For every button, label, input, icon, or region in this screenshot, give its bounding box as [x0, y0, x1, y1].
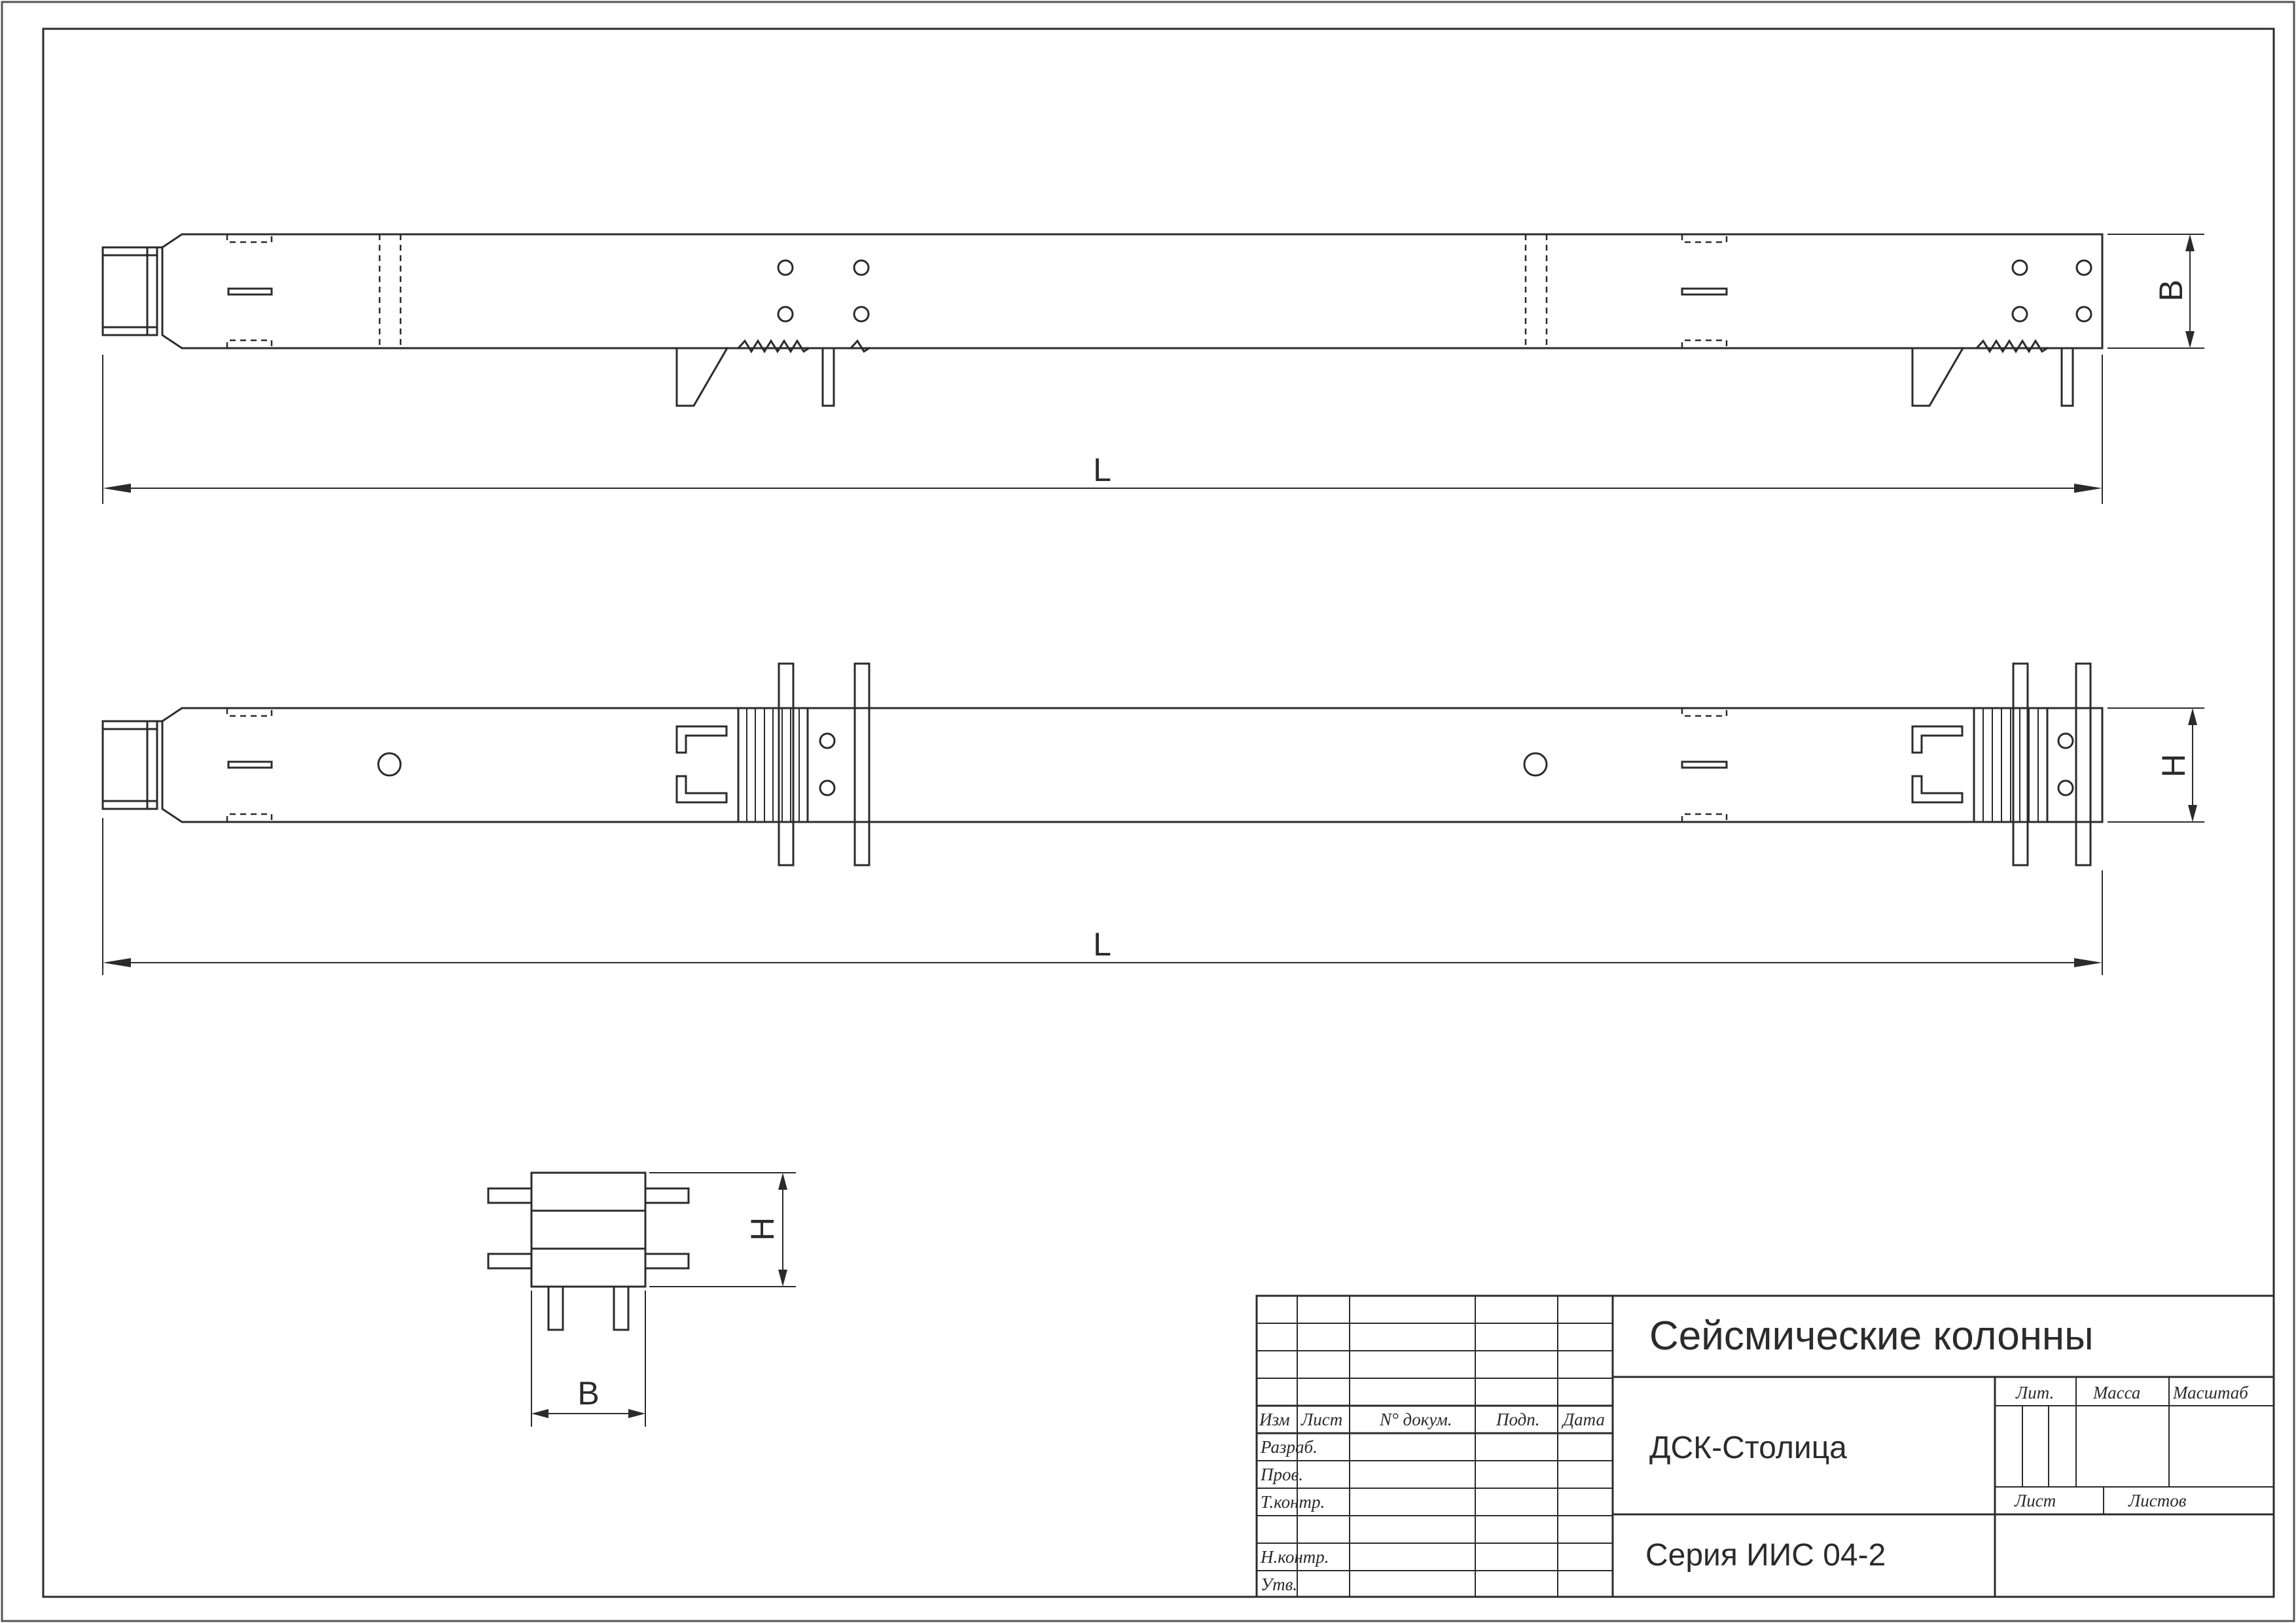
vertical-plate — [2075, 662, 2092, 866]
mount-hole — [377, 752, 402, 777]
dashed-seat — [226, 234, 1728, 348]
beam-outline — [160, 233, 2104, 349]
side-rod — [487, 1187, 533, 1204]
slot — [1681, 760, 1728, 769]
col-list: Лист — [1300, 1410, 1342, 1429]
end-cap — [101, 246, 158, 336]
col-izm: Изм — [1259, 1410, 1290, 1429]
sheets-label: Листов — [2128, 1491, 2187, 1510]
mount-hole — [1523, 752, 1548, 777]
dimension-h-label: H — [2155, 754, 2192, 777]
mass-label: Масса — [2092, 1383, 2140, 1402]
col-docnum: N° докум. — [1379, 1410, 1452, 1429]
title-block: Сейсмические колонны ДСК-Столица Серия И… — [1255, 1294, 2275, 1598]
bracket — [675, 346, 729, 407]
hook — [675, 775, 728, 804]
side-rod — [644, 1187, 690, 1204]
hook — [675, 725, 728, 754]
section-view: H B — [487, 1171, 796, 1427]
slot — [1681, 287, 1728, 296]
dashed-seat — [226, 708, 1728, 822]
bolt-hole — [819, 732, 836, 749]
section-h-label: H — [744, 1217, 781, 1241]
vertical-plate — [778, 662, 795, 866]
dimension-b-top: B — [2108, 234, 2204, 349]
side-rod — [487, 1253, 533, 1270]
slot — [227, 287, 273, 296]
vertical-plate — [2012, 662, 2029, 866]
bolt-hole — [2075, 259, 2092, 276]
dimension-l-top: L — [102, 355, 2103, 504]
bolt-hole — [2011, 259, 2028, 276]
bolt-hole — [853, 306, 870, 323]
col-sign: Подп. — [1496, 1410, 1540, 1429]
dimension-b-label: B — [2153, 279, 2189, 301]
hook — [1911, 775, 1964, 804]
dimension-l-label: L — [1093, 926, 1111, 963]
drawing-frame — [42, 27, 2275, 1598]
row-tkontr: Т.контр. — [1261, 1492, 1325, 1512]
side-rod — [644, 1253, 690, 1270]
dashed-section — [378, 234, 1548, 348]
dimension-l-front: L — [102, 818, 2103, 975]
break-line — [726, 339, 871, 353]
ribbed-block — [1973, 707, 2049, 823]
row-prov: Пров. — [1260, 1465, 1303, 1484]
bolt-hole — [2057, 732, 2074, 749]
bracket — [1911, 346, 1965, 407]
bolt-hole — [777, 259, 794, 276]
row-nkontr: Н.контр. — [1260, 1547, 1329, 1567]
slot — [227, 760, 273, 769]
ribbed-block — [737, 707, 809, 823]
bottom-leg — [547, 1285, 564, 1331]
row-razrab: Разраб. — [1260, 1437, 1318, 1457]
hook — [1911, 725, 1964, 754]
series-name: Серия ИИС 04-2 — [1645, 1538, 1886, 1573]
sheet-label: Лист — [2014, 1491, 2056, 1510]
lit-label: Лит. — [2015, 1383, 2054, 1402]
end-cap — [101, 720, 158, 810]
row-utv: Утв. — [1261, 1575, 1297, 1594]
dimension-h-front: H — [2108, 707, 2204, 823]
top-view-beam — [101, 233, 2104, 407]
bolt-hole — [819, 779, 836, 796]
bottom-leg — [613, 1285, 630, 1331]
beam-outline — [160, 707, 2104, 823]
dimension-l-label: L — [1093, 452, 1111, 488]
lower-plate — [2060, 347, 2074, 407]
bolt-hole — [853, 259, 870, 276]
bolt-hole — [2057, 779, 2074, 796]
organization-name: ДСК-Столица — [1649, 1431, 1847, 1465]
col-date: Дата — [1561, 1410, 1605, 1429]
lower-plate — [821, 347, 835, 407]
bolt-hole — [2075, 306, 2092, 323]
scale-label: Масштаб — [2172, 1383, 2249, 1402]
bolt-hole — [2011, 306, 2028, 323]
bolt-hole — [777, 306, 794, 323]
front-view-beam — [101, 662, 2104, 866]
vertical-plate — [853, 662, 870, 866]
section-b-label: B — [577, 1375, 599, 1412]
drawing-title: Сейсмические колонны — [1649, 1313, 2094, 1359]
break-line — [1962, 339, 2049, 353]
